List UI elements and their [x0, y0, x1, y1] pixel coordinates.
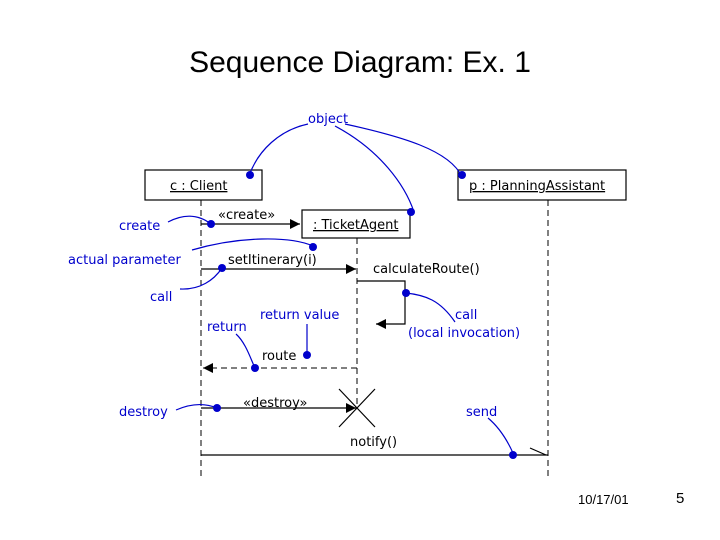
annotation-object: object — [308, 112, 348, 127]
create-dot — [207, 220, 215, 228]
footer-date: 10/17/01 — [578, 492, 629, 507]
object-connector-ticket — [334, 125, 415, 213]
object-connector-client — [248, 123, 309, 177]
return-value-dot — [303, 351, 311, 359]
message-notify-label: notify() — [350, 435, 397, 450]
ticket-object-label: : TicketAgent — [313, 218, 398, 233]
message-route-label: route — [262, 349, 296, 364]
annotation-send: send — [466, 405, 497, 420]
message-destroy: «destroy» — [201, 396, 356, 413]
call-dot — [218, 264, 226, 272]
planning-object-label: p : PlanningAssistant — [469, 179, 605, 194]
actual-parameter-dot — [309, 243, 317, 251]
ticket-object-box — [301, 209, 411, 239]
message-create: «create» — [201, 208, 300, 229]
message-create-label: «create» — [218, 208, 275, 223]
message-set-itinerary: setItinerary(i) — [201, 253, 356, 274]
planning-object-box — [457, 169, 627, 201]
message-route-return: route — [203, 349, 357, 373]
local-call-dot — [402, 289, 410, 297]
annotation-return-value: return value — [260, 308, 339, 323]
return-dot — [251, 364, 259, 372]
annotation-call-local-2: (local invocation) — [408, 326, 520, 341]
object-dot-planning — [458, 171, 466, 179]
actual-parameter-connector — [191, 238, 314, 251]
annotation-actual-parameter: actual parameter — [68, 253, 181, 268]
message-notify: notify() — [201, 435, 548, 456]
annotation-return: return — [207, 320, 247, 335]
destroy-dot — [213, 404, 221, 412]
object-dot-client — [246, 171, 254, 179]
ticket-agent-object: : TicketAgent — [301, 209, 411, 239]
local-call-connector — [405, 292, 456, 323]
client-object-box — [144, 169, 263, 201]
send-dot — [509, 451, 517, 459]
client-object-label: c : Client — [170, 179, 227, 194]
annotation-create: create — [119, 219, 160, 234]
planning-assistant-object: p : PlanningAssistant — [457, 169, 627, 201]
slide-title: Sequence Diagram: Ex. 1 — [189, 46, 531, 79]
create-connector — [167, 215, 212, 225]
object-dot-ticket — [407, 208, 415, 216]
destroy-mark — [338, 388, 376, 428]
annotation-dots — [207, 171, 517, 459]
message-calculate-route: calculateRoute() — [357, 262, 480, 329]
object-connector-planning — [344, 123, 463, 178]
page-number: 5 — [676, 490, 685, 507]
destroy-connector — [175, 403, 218, 411]
message-destroy-label: «destroy» — [243, 396, 308, 411]
return-connector — [235, 333, 256, 369]
message-set-itinerary-label: setItinerary(i) — [228, 253, 317, 268]
annotation-call: call — [150, 290, 172, 305]
annotation-call-local-1: call — [455, 308, 477, 323]
send-connector — [487, 417, 514, 454]
client-object: c : Client — [144, 169, 263, 201]
annotation-destroy: destroy — [119, 405, 168, 420]
message-calculate-route-label: calculateRoute() — [373, 262, 480, 277]
